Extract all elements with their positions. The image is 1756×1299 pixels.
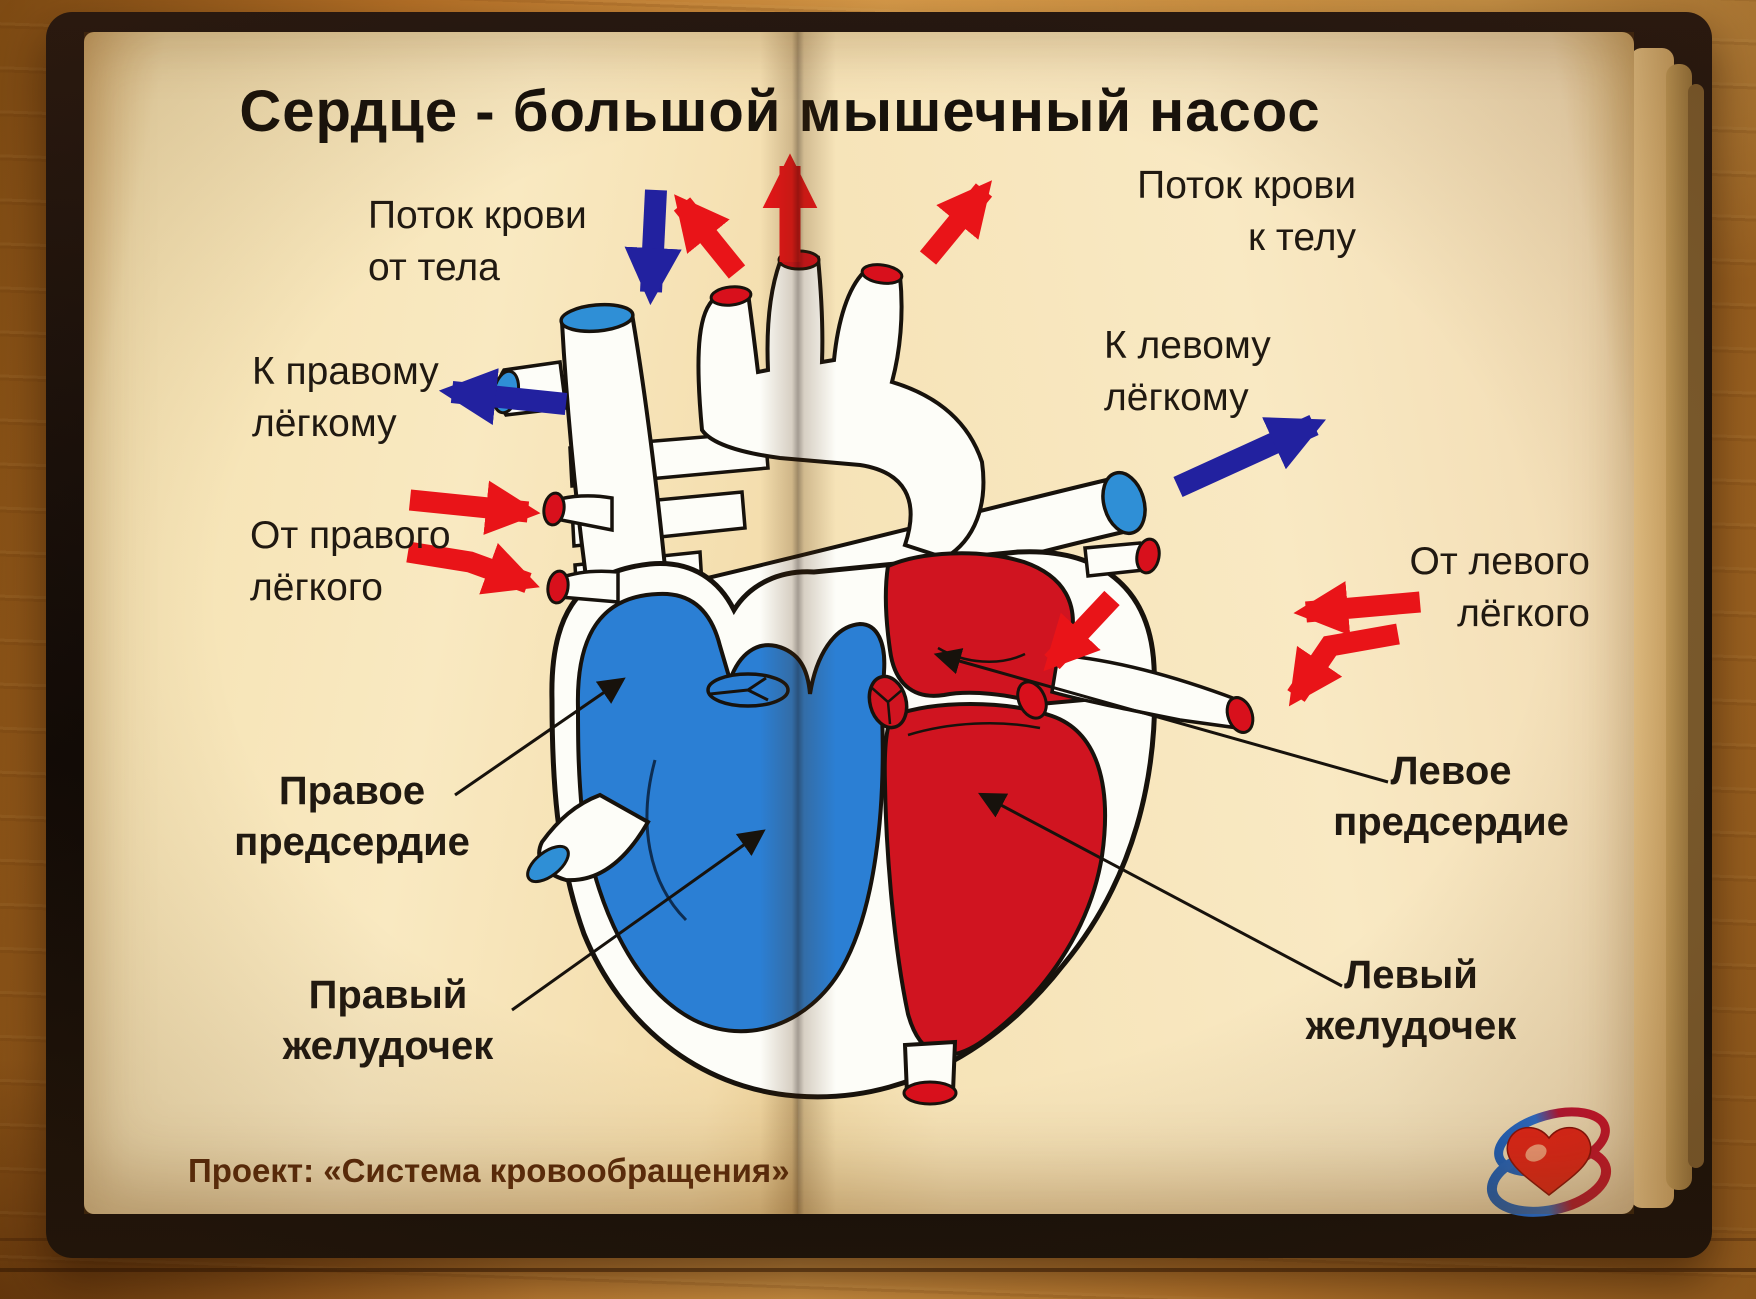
arrow-into-left-atrium-icon: [1043, 590, 1120, 672]
arrow-down-from-body-icon: [624, 189, 682, 306]
inferior-vena-cava: [526, 792, 651, 884]
vessel-opening-red: [546, 569, 570, 605]
arrow-up-left-to-body-icon: [673, 194, 746, 279]
descending-aorta-outlet: [902, 1039, 958, 1106]
arrow-from-right-lung-2-icon: [406, 541, 540, 595]
label-to-right-lung: К правому лёгкому: [252, 350, 439, 445]
vessel-opening-blue: [559, 302, 635, 334]
arrow-up-right-to-body-icon: [919, 180, 993, 265]
vessel-opening-blue: [1101, 470, 1147, 536]
page-title: Сердце - большой мышечный насос: [239, 79, 1321, 144]
label-left-ventricle: Левый желудочек: [1305, 953, 1517, 1049]
vessel-opening-red: [1135, 537, 1161, 575]
vessel-opening-red: [1016, 680, 1048, 720]
arrow-right-to-left-lung-icon: [1173, 414, 1327, 498]
label-blood-flow-to-body: Поток крови к телу: [1137, 164, 1356, 259]
right-pulmonary-veins: [542, 491, 620, 605]
vessel-opening-red: [902, 1080, 958, 1106]
pointer-left-atrium: [933, 648, 1389, 784]
label-blood-flow-from-body: Поток крови от тела: [368, 194, 587, 289]
right-heart-chamber: [575, 591, 887, 1034]
wood-plank-seam: [0, 1268, 1756, 1272]
mitral-valve: [867, 674, 909, 730]
vessel-opening-red: [542, 491, 566, 527]
arrow-from-right-lung-1-icon: [408, 480, 541, 535]
red-flow-arrows: [406, 153, 1421, 707]
heart-loops-logo-icon: [1486, 1107, 1612, 1217]
pointer-right-ventricle: [511, 829, 766, 1012]
page-stack-edge: [1666, 64, 1692, 1190]
label-left-atrium: Левое предсердие: [1333, 749, 1569, 845]
vessel-opening-red: [709, 285, 753, 307]
page-stack-edge: [1688, 84, 1704, 1168]
left-pulmonary-veins: [1050, 537, 1255, 734]
pointer-left-ventricle: [978, 792, 1343, 988]
vessel-opening-red: [860, 263, 904, 285]
pointer-lines: [454, 648, 1389, 1012]
vessel-opening-red: [1225, 696, 1255, 734]
pointer-right-atrium: [454, 677, 626, 797]
arrow-from-left-lung-2-icon: [1287, 623, 1400, 707]
label-from-left-lung: От левого лёгкого: [1409, 540, 1590, 635]
arrow-left-to-right-lung-icon: [438, 368, 568, 426]
label-to-left-lung: К левому лёгкому: [1104, 324, 1271, 419]
vessel-opening-blue: [526, 844, 570, 884]
blue-flow-arrows: [438, 189, 1327, 498]
label-right-atrium: Правое предсердие: [234, 769, 470, 865]
left-heart-chamber: [867, 551, 1108, 1057]
footer-project-caption: Проект: «Система кровообращения»: [188, 1152, 790, 1189]
aorta: [696, 249, 986, 561]
tricuspid-valve: [706, 672, 790, 708]
label-right-ventricle: Правый желудочек: [282, 973, 494, 1069]
arrow-from-left-lung-1-icon: [1293, 581, 1421, 636]
label-from-right-lung: От правого лёгкого: [250, 514, 451, 609]
